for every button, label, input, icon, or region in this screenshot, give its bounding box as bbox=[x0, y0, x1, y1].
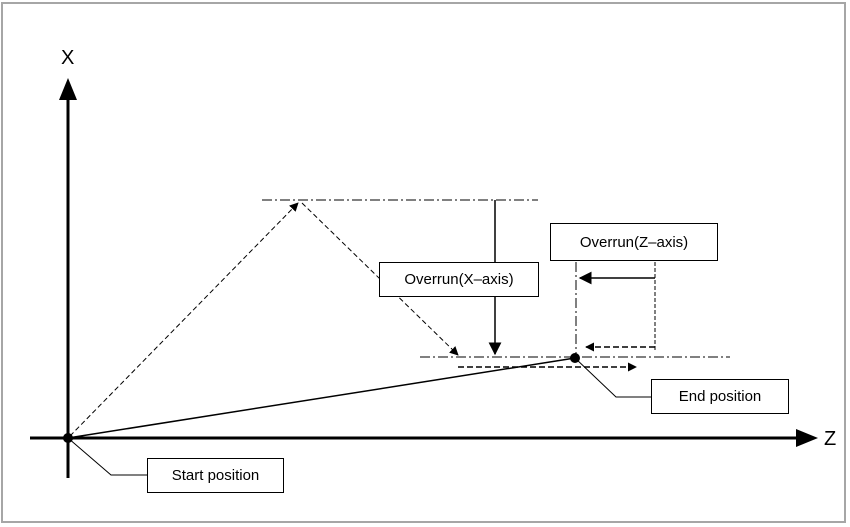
x-axis-arrowhead bbox=[59, 78, 77, 100]
start-leader-line bbox=[67, 437, 147, 476]
end-leader-line bbox=[574, 357, 651, 398]
cutting-path bbox=[67, 357, 576, 439]
z-axis-arrowhead bbox=[796, 429, 818, 447]
overrun-x-label: Overrun(X–axis) bbox=[379, 262, 539, 297]
start-position-label: Start position bbox=[147, 458, 284, 493]
z-axis-label: Z bbox=[824, 428, 837, 450]
x-axis-label: X bbox=[61, 47, 75, 69]
end-position-label: End position bbox=[651, 379, 789, 414]
rapid-path-up bbox=[69, 202, 299, 437]
overrun-z-label: Overrun(Z–axis) bbox=[550, 223, 718, 261]
